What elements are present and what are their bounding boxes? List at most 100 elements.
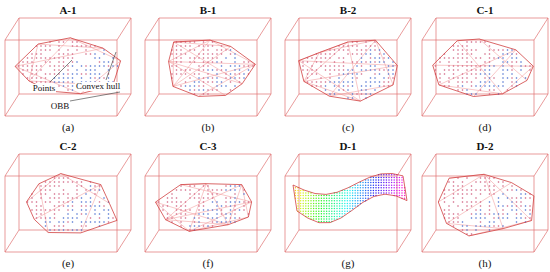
point: [370, 179, 372, 181]
point: [45, 49, 47, 51]
point: [194, 81, 196, 83]
point: [439, 81, 441, 83]
point: [90, 205, 92, 207]
point: [480, 177, 482, 179]
point: [367, 182, 369, 184]
point: [203, 81, 205, 83]
point: [203, 61, 205, 63]
point: [230, 185, 232, 187]
point: [393, 177, 395, 179]
point: [302, 65, 304, 67]
point: [375, 184, 377, 186]
obb-edge: [397, 230, 411, 252]
point: [325, 53, 327, 55]
point: [435, 65, 437, 67]
point: [444, 57, 446, 59]
point: [295, 190, 297, 192]
point: [362, 197, 364, 199]
point: [352, 205, 354, 207]
point: [239, 185, 241, 187]
point: [198, 205, 200, 207]
point: [189, 69, 191, 71]
point: [388, 192, 390, 194]
point: [383, 179, 385, 181]
panel-letter: (f): [203, 258, 214, 269]
point: [347, 89, 349, 91]
point: [484, 189, 486, 191]
point: [375, 190, 377, 192]
point: [185, 69, 187, 71]
point: [493, 89, 495, 91]
point: [203, 185, 205, 187]
callout-label: OBB: [50, 102, 71, 111]
point: [72, 41, 74, 43]
point: [352, 85, 354, 87]
point: [189, 193, 191, 195]
point: [529, 69, 531, 71]
point: [466, 201, 468, 203]
obb-edge: [422, 230, 436, 252]
point: [347, 190, 349, 192]
point: [520, 217, 522, 219]
point: [36, 209, 38, 211]
point: [207, 49, 209, 51]
point: [185, 85, 187, 87]
point: [360, 200, 362, 202]
point: [81, 185, 83, 187]
point: [334, 93, 336, 95]
point: [203, 69, 205, 71]
point: [493, 189, 495, 191]
point: [471, 189, 473, 191]
point: [378, 184, 380, 186]
point: [63, 229, 65, 231]
point: [307, 77, 309, 79]
point: [370, 69, 372, 71]
point: [308, 197, 310, 199]
point: [334, 53, 336, 55]
point: [471, 69, 473, 71]
point: [320, 85, 322, 87]
point: [302, 200, 304, 202]
point: [326, 221, 328, 223]
point: [391, 177, 393, 179]
point: [54, 177, 56, 179]
hull-edge: [439, 85, 503, 94]
point: [49, 185, 51, 187]
point: [370, 187, 372, 189]
point: [326, 213, 328, 215]
hull-edge: [503, 66, 534, 94]
point: [49, 181, 51, 183]
point: [380, 179, 382, 181]
point: [67, 53, 69, 55]
hull-edge: [329, 85, 393, 96]
point: [378, 190, 380, 192]
point: [374, 89, 376, 91]
point: [45, 77, 47, 79]
point: [457, 81, 459, 83]
point: [302, 210, 304, 212]
point: [357, 184, 359, 186]
point: [67, 49, 69, 51]
hull-edge: [34, 185, 101, 220]
point: [396, 192, 398, 194]
obb-edge: [159, 18, 271, 94]
point: [198, 189, 200, 191]
point: [212, 77, 214, 79]
point: [507, 77, 509, 79]
point: [36, 217, 38, 219]
point: [90, 53, 92, 55]
point: [31, 197, 33, 199]
point: [480, 217, 482, 219]
point: [72, 181, 74, 183]
point: [393, 184, 395, 186]
point: [489, 85, 491, 87]
point: [341, 205, 343, 207]
point: [225, 77, 227, 79]
point: [520, 197, 522, 199]
obb-edge: [5, 176, 117, 252]
point: [480, 41, 482, 43]
point: [81, 45, 83, 47]
point: [99, 185, 101, 187]
point: [498, 217, 500, 219]
